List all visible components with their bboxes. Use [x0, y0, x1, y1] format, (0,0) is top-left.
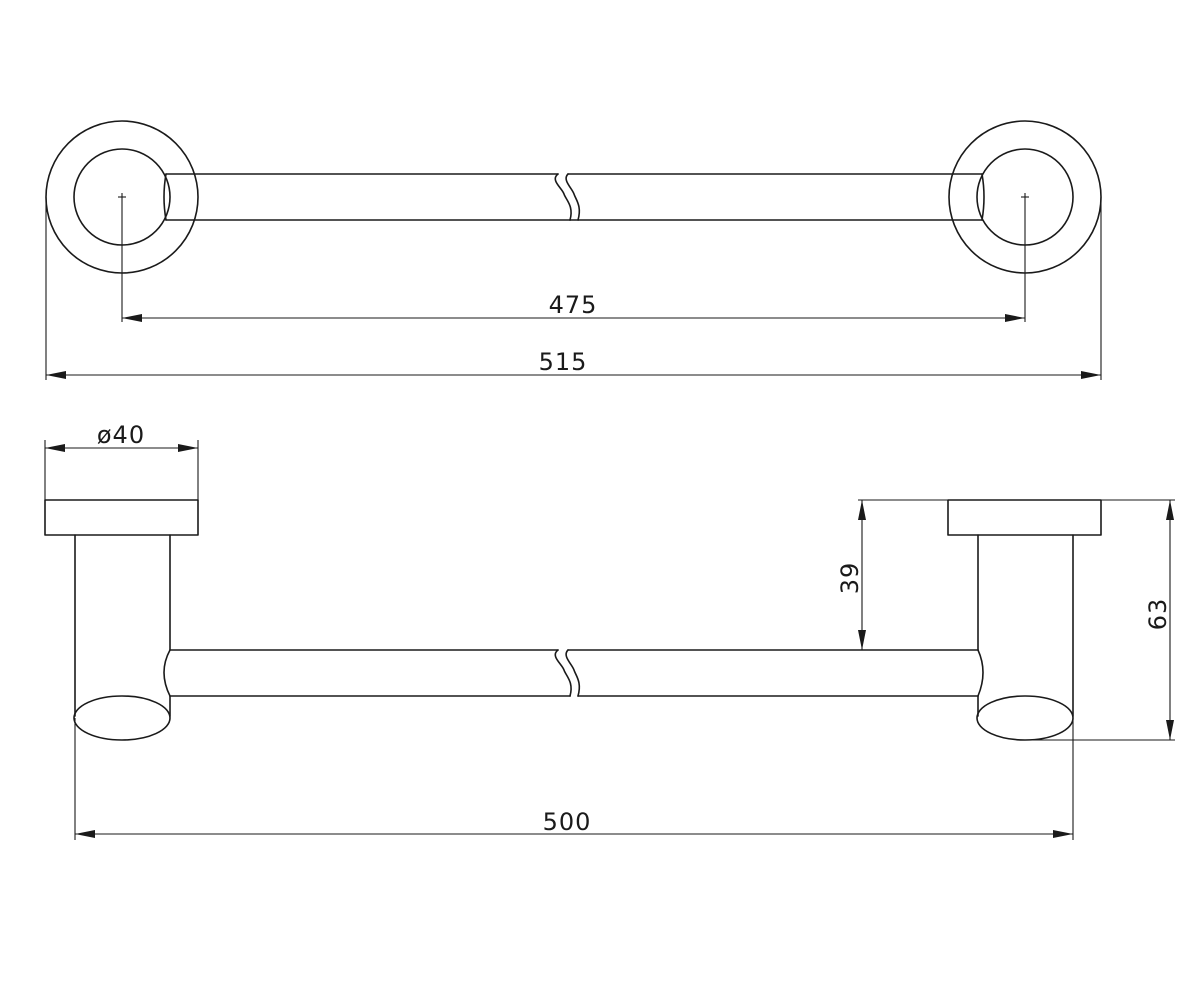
side-view-bar	[169, 649, 979, 697]
top-view-break-line	[554, 173, 572, 221]
side-view-left-bracket	[44, 499, 199, 741]
dimension-39: 39	[836, 499, 978, 651]
side-view-right-bracket	[947, 499, 1102, 741]
dimension-label-rail-height: 39	[836, 562, 864, 595]
dimension-label-mount-centers: 475	[549, 291, 598, 319]
dimension-label-overall-height: 63	[1144, 598, 1172, 631]
top-view-bar	[163, 173, 985, 221]
top-view: 475 515	[45, 120, 1102, 380]
dimension-515: 515	[46, 348, 1101, 379]
dimension-500: 500	[74, 718, 1074, 840]
dimension-63: 63	[1025, 499, 1175, 741]
dimension-label-base-diameter: ø40	[97, 421, 145, 449]
dimension-475: 475	[122, 291, 1025, 322]
dimension-diameter: ø40	[44, 421, 199, 500]
dimension-label-overall-width: 515	[539, 348, 588, 376]
dimension-label-bar-length: 500	[543, 808, 592, 836]
side-view: ø40	[44, 421, 1175, 840]
side-view-break-line	[554, 649, 572, 697]
